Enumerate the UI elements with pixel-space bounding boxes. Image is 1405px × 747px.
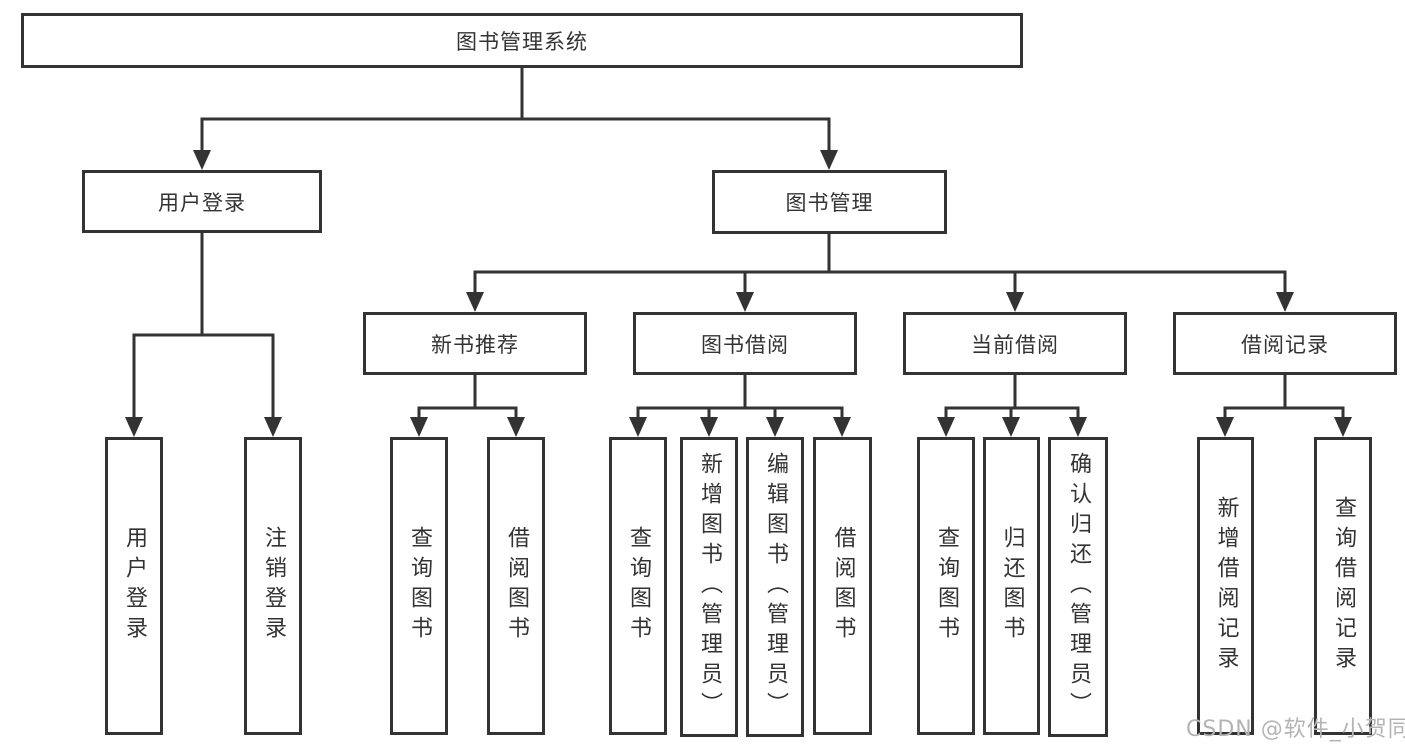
leaf-query-books-current: 查询图书 bbox=[917, 437, 975, 735]
leaf-user-login: 用户登录 bbox=[105, 437, 163, 735]
node-book-borrowing: 图书借阅 bbox=[633, 312, 857, 375]
leaf-logout: 注销登录 bbox=[244, 437, 302, 735]
connector-new-book-rec-to-leaves bbox=[417, 373, 518, 422]
connector-current-borrow-to-leaves bbox=[944, 373, 1080, 422]
leaf-add-book-admin: 新增图书（管理员） bbox=[680, 437, 738, 737]
leaf-confirm-return-admin: 确认归还（管理员） bbox=[1048, 437, 1108, 737]
connector-root-to-level2 bbox=[200, 66, 831, 155]
node-library-management-system: 图书管理系统 bbox=[21, 13, 1023, 68]
node-user-login: 用户登录 bbox=[82, 170, 322, 233]
leaf-borrow-books-recommend: 借阅图书 bbox=[487, 437, 545, 735]
watermark: CSDN @软件_小贺同学 bbox=[1186, 717, 1405, 742]
node-new-book-recommendation: 新书推荐 bbox=[363, 312, 587, 375]
connector-book-mgmt-to-level3 bbox=[473, 232, 1287, 297]
node-book-management: 图书管理 bbox=[712, 170, 947, 234]
leaf-edit-book-admin: 编辑图书（管理员） bbox=[746, 437, 804, 737]
connector-user-login-to-leaves bbox=[132, 231, 275, 422]
leaf-query-books-recommend: 查询图书 bbox=[390, 437, 448, 735]
node-borrowing-records: 借阅记录 bbox=[1173, 312, 1397, 375]
leaf-query-books-borrowing: 查询图书 bbox=[609, 437, 667, 735]
leaf-borrow-books-borrowing: 借阅图书 bbox=[813, 437, 872, 735]
connector-borrow-records-to-leaves bbox=[1223, 373, 1345, 422]
leaf-query-borrow-record: 查询借阅记录 bbox=[1314, 437, 1372, 735]
node-current-borrowing: 当前借阅 bbox=[903, 312, 1127, 375]
connector-book-borrow-to-leaves bbox=[636, 373, 844, 422]
leaf-return-book: 归还图书 bbox=[983, 437, 1040, 735]
leaf-add-borrow-record: 新增借阅记录 bbox=[1197, 437, 1254, 735]
